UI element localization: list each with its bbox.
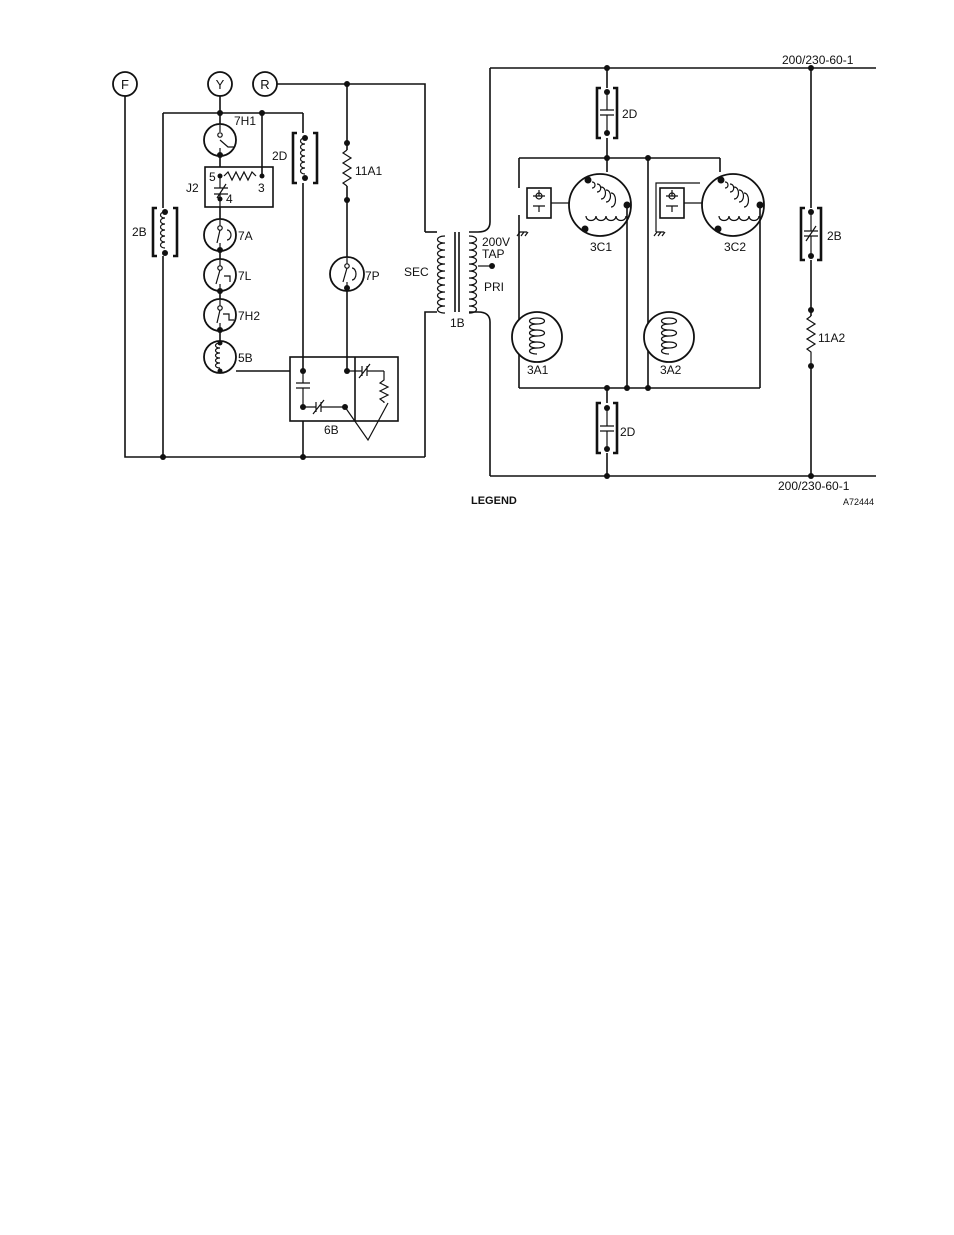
relay-6b: 6B [290, 357, 398, 457]
legend-caption: LEGEND [471, 495, 517, 507]
motor-3c2-label: 3C2 [724, 240, 746, 254]
switch-7h2: 7H2 [204, 291, 260, 333]
coil-5b: 5B [204, 330, 290, 374]
contact-2d-bottom: 2D [597, 388, 636, 476]
terminal-y[interactable]: Y [208, 72, 232, 96]
terminal-f-label: F [121, 77, 129, 92]
coil-2d-left-label: 2D [272, 149, 288, 163]
j2-pin3-label: 3 [258, 181, 265, 195]
resistor-11a1: 11A1 [343, 84, 382, 258]
terminal-r-label: R [260, 77, 269, 92]
relay-6b-label: 6B [324, 423, 339, 437]
transformer-1b: SEC 200V TAP PRI 1B [404, 68, 510, 476]
resistor-11a2-label: 11A2 [818, 331, 845, 345]
switch-7a-label: 7A [238, 229, 253, 243]
switch-7p-label: 7P [365, 269, 380, 283]
motor-3a2-label: 3A2 [660, 363, 682, 377]
contact-2d-bottom-label: 2D [620, 425, 636, 439]
coil-2b-left-label: 2B [132, 225, 147, 239]
transformer-tap-label: TAP [482, 247, 504, 261]
terminal-f[interactable]: F [113, 72, 137, 96]
contact-2d-top: 2D [597, 68, 638, 158]
motor-3c1-label: 3C1 [590, 240, 612, 254]
switch-7l: 7L [204, 250, 252, 294]
switch-7l-label: 7L [238, 269, 252, 283]
j2-pin5-label: 5 [209, 170, 216, 184]
motor-3a2: 3A2 [644, 312, 694, 377]
supply-top-label: 200/230-60-1 [782, 53, 854, 67]
coil-2b-left: 2B [132, 113, 177, 457]
control-circuit: F Y R 2B [113, 72, 425, 460]
resistor-11a2: 11A2 [807, 260, 845, 476]
coil-2d-left: 2D [272, 113, 317, 371]
switch-7h1-label: 7H1 [234, 114, 256, 128]
power-circuit: 200/230-60-1 200/230-60-1 2D [490, 53, 876, 493]
coil-5b-label: 5B [238, 351, 253, 365]
j2-label: J2 [186, 181, 199, 195]
j2-pin4-label: 4 [226, 192, 233, 206]
supply-bottom-label: 200/230-60-1 [778, 479, 850, 493]
contact-2b-right: 2B [801, 68, 842, 260]
transformer-pri-label: PRI [484, 280, 504, 294]
transformer-1b-label: 1B [450, 316, 465, 330]
terminal-y-label: Y [216, 77, 225, 92]
resistor-11a1-label: 11A1 [355, 164, 382, 178]
motor-3a1-label: 3A1 [527, 363, 549, 377]
drawing-number: A72444 [843, 497, 874, 507]
switch-7h1: 7H1 [204, 114, 256, 158]
terminal-r[interactable]: R [253, 72, 277, 96]
contact-2b-right-label: 2B [827, 229, 842, 243]
switch-7h2-label: 7H2 [238, 309, 260, 323]
transformer-sec-label: SEC [404, 265, 429, 279]
switch-7p: 7P [330, 257, 380, 371]
contact-2d-top-label: 2D [622, 107, 638, 121]
switch-7a: 7A [204, 207, 253, 253]
